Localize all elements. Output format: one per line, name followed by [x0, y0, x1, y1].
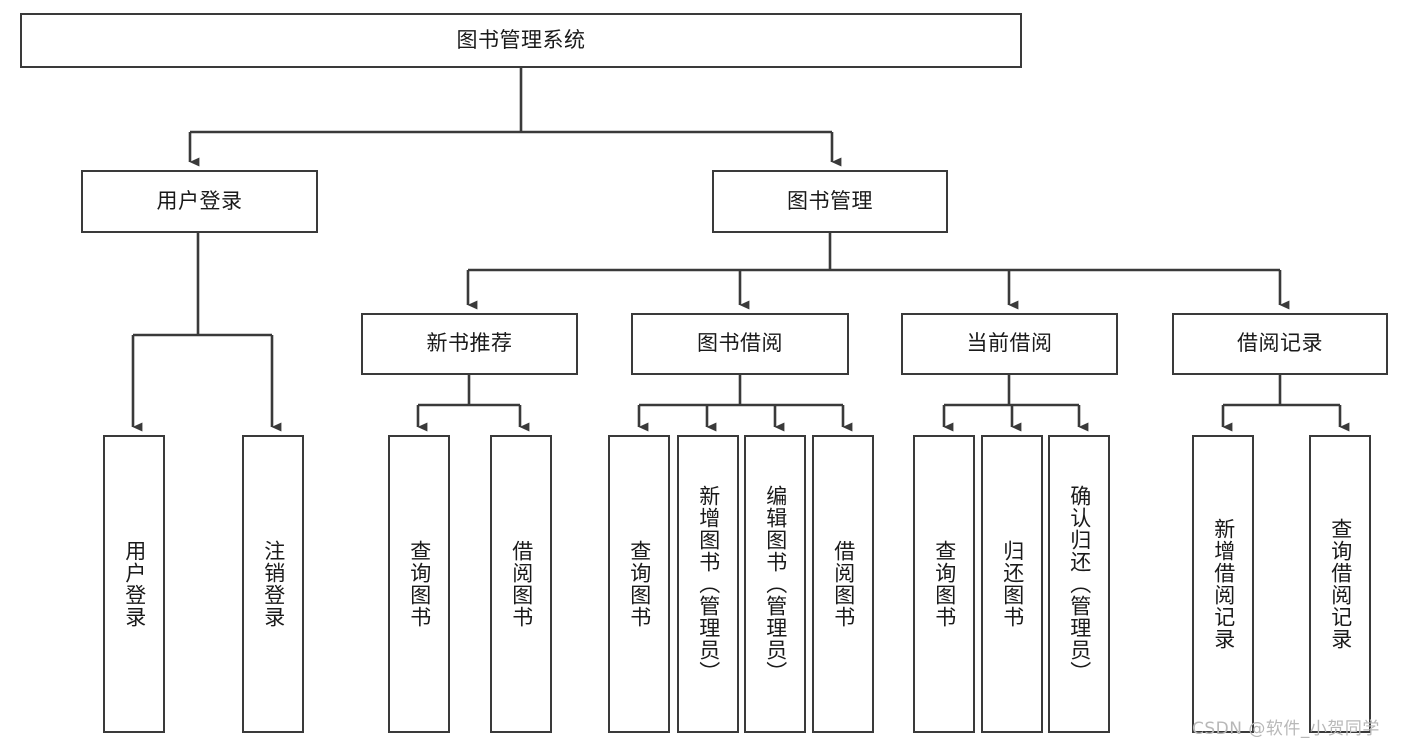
node-leaf-add-record[interactable]: 新增借阅记录	[1192, 435, 1254, 733]
node-book-management-label: 图书管理	[787, 188, 873, 213]
node-leaf-query-book-1[interactable]: 查询图书	[388, 435, 450, 733]
node-book-borrow-label: 图书借阅	[697, 331, 783, 356]
node-leaf-borrow-book-2[interactable]: 借阅图书	[812, 435, 874, 733]
node-leaf-add-book-label: 新增图书（管理员）	[696, 485, 721, 683]
node-leaf-logout-login-label: 注销登录	[261, 540, 286, 628]
node-root-label: 图书管理系统	[456, 27, 586, 52]
node-leaf-query-book-3-label: 查询图书	[932, 540, 957, 628]
node-current-borrow-label: 当前借阅	[966, 331, 1053, 356]
node-leaf-user-login[interactable]: 用户登录	[103, 435, 165, 733]
node-root[interactable]: 图书管理系统	[20, 13, 1022, 68]
node-leaf-add-book[interactable]: 新增图书（管理员）	[677, 435, 739, 733]
node-leaf-query-record-label: 查询借阅记录	[1328, 518, 1353, 650]
node-current-borrow[interactable]: 当前借阅	[901, 313, 1118, 375]
node-leaf-logout-login[interactable]: 注销登录	[242, 435, 304, 733]
node-leaf-confirm-return[interactable]: 确认归还（管理员）	[1048, 435, 1110, 733]
node-leaf-return-book[interactable]: 归还图书	[981, 435, 1043, 733]
node-borrow-record-label: 借阅记录	[1237, 331, 1323, 356]
node-leaf-query-book-3[interactable]: 查询图书	[913, 435, 975, 733]
node-leaf-edit-book[interactable]: 编辑图书（管理员）	[744, 435, 806, 733]
node-leaf-add-record-label: 新增借阅记录	[1211, 518, 1236, 650]
node-leaf-borrow-book-1[interactable]: 借阅图书	[490, 435, 552, 733]
node-leaf-return-book-label: 归还图书	[1000, 540, 1025, 628]
node-leaf-borrow-book-2-label: 借阅图书	[831, 540, 856, 628]
node-leaf-query-record[interactable]: 查询借阅记录	[1309, 435, 1371, 733]
node-leaf-confirm-return-label: 确认归还（管理员）	[1067, 485, 1092, 683]
node-book-borrow[interactable]: 图书借阅	[631, 313, 849, 375]
node-leaf-user-login-label: 用户登录	[122, 540, 147, 628]
node-user-login-label: 用户登录	[156, 188, 243, 213]
node-user-login[interactable]: 用户登录	[81, 170, 318, 233]
node-leaf-query-book-2[interactable]: 查询图书	[608, 435, 670, 733]
node-leaf-borrow-book-1-label: 借阅图书	[509, 540, 534, 628]
node-new-book-recommend-label: 新书推荐	[426, 331, 513, 356]
node-book-management[interactable]: 图书管理	[712, 170, 948, 233]
node-leaf-query-book-2-label: 查询图书	[627, 540, 652, 628]
node-new-book-recommend[interactable]: 新书推荐	[361, 313, 578, 375]
node-borrow-record[interactable]: 借阅记录	[1172, 313, 1388, 375]
node-leaf-edit-book-label: 编辑图书（管理员）	[763, 485, 788, 683]
node-leaf-query-book-1-label: 查询图书	[407, 540, 432, 628]
